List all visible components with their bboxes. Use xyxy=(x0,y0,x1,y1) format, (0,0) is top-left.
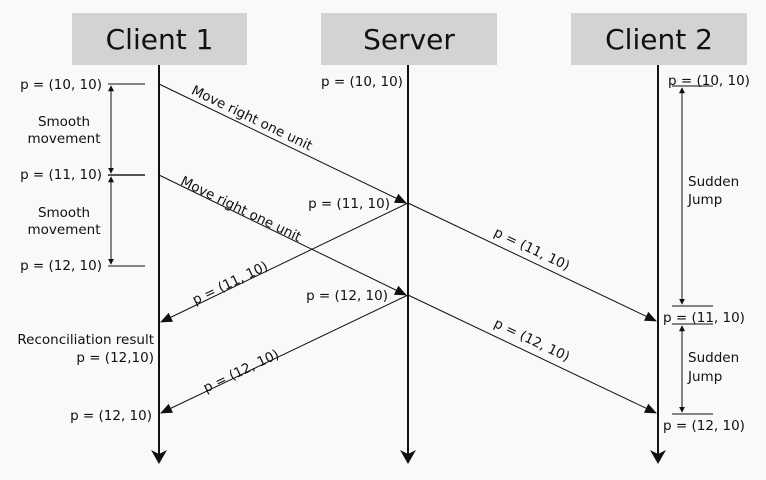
smooth-movement-2-line1: Smooth xyxy=(38,205,90,221)
sudden-jump-2-line2: Jump xyxy=(687,369,722,385)
message-label-reply-11: p = (11, 10) xyxy=(190,258,271,308)
message-arrow-reply-11 xyxy=(160,202,409,323)
sudden-jump-1-line2: Jump xyxy=(687,192,722,208)
smooth-movement-2-line2: movement xyxy=(27,222,100,238)
message-arrow-move2 xyxy=(158,174,407,296)
client1-p-start: p = (10, 10) xyxy=(20,77,102,93)
sudden-jump-2-line1: Sudden xyxy=(688,350,739,366)
message-label-move2: Move right one unit xyxy=(178,173,304,245)
client2-header: Client 2 xyxy=(571,13,747,65)
server-p-11: p = (11, 10) xyxy=(308,196,390,212)
sudden-jump-1-line1: Sudden xyxy=(688,174,739,190)
server-p-start: p = (10, 10) xyxy=(321,74,403,90)
reconciliation-value: p = (12,10) xyxy=(76,350,154,366)
smooth-movement-1-line1: Smooth xyxy=(38,114,90,130)
client2-p-11: p = (11, 10) xyxy=(663,310,745,326)
message-label-move1: Move right one unit xyxy=(189,83,315,155)
message-arrow-move1 xyxy=(158,83,407,204)
message-arrow-broadcast-11 xyxy=(407,202,657,322)
client2-p-start: p = (10, 10) xyxy=(668,73,750,89)
message-label-broadcast-11: p = (11, 10) xyxy=(491,225,572,275)
message-arrow-broadcast-12 xyxy=(407,294,657,414)
client2-p-12: p = (12, 10) xyxy=(663,418,745,434)
reconciliation-label: Reconciliation result xyxy=(17,332,154,348)
client1-p-11: p = (11, 10) xyxy=(20,167,102,183)
smooth-movement-1-line2: movement xyxy=(27,131,100,147)
server-p-12: p = (12, 10) xyxy=(306,288,388,304)
client1-header: Client 1 xyxy=(72,13,247,65)
client1-p-12: p = (12, 10) xyxy=(20,258,102,274)
message-arrow-reply-12 xyxy=(160,294,409,414)
client1-p-final: p = (12, 10) xyxy=(70,408,152,424)
message-label-reply-12: p = (12, 10) xyxy=(201,347,282,397)
server-header: Server xyxy=(321,13,497,65)
